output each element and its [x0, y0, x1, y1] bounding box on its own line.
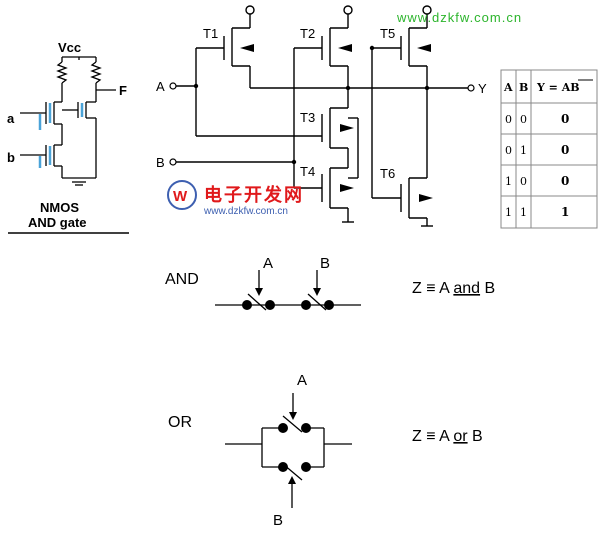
vcc-label: Vcc — [58, 40, 81, 55]
and-switch-contacts — [242, 288, 334, 310]
tt-cell: 0 — [561, 143, 569, 157]
truth-table — [500, 69, 598, 229]
nmos-channel-highlights — [38, 103, 84, 168]
nmos-and-gate: Vcc F — [20, 40, 127, 186]
input-b-terminal — [169, 158, 177, 166]
t3-label: T3 — [300, 110, 315, 125]
tt-cell: 1 — [505, 175, 512, 188]
or-switch-b-label: B — [273, 512, 283, 529]
t1-label: T1 — [203, 26, 218, 41]
tt-cell: 1 — [520, 206, 527, 219]
t5-label: T5 — [380, 26, 395, 41]
and-label: AND — [165, 271, 199, 288]
and-switch-b-label: B — [320, 255, 330, 272]
tt-cell: 1 — [520, 144, 527, 157]
b-input-label: b — [7, 150, 15, 165]
or-equation: Z ≡ A or B — [412, 428, 483, 445]
t2-label: T2 — [300, 26, 315, 41]
tt-cell: 0 — [561, 112, 569, 126]
nmos-caption-line2: AND gate — [28, 215, 87, 230]
nmos-caption-line1: NMOS — [40, 200, 79, 215]
tt-cell: 1 — [505, 206, 512, 219]
tt-header-b: B — [519, 81, 528, 94]
input-a-terminal — [169, 82, 177, 90]
t6-label: T6 — [380, 166, 395, 181]
a-input-label: a — [7, 111, 15, 126]
cmos-junctions — [193, 45, 430, 165]
tt-header-a: A — [503, 81, 513, 94]
watermark-url-top: www.dzkfw.com.cn — [396, 10, 522, 25]
or-label: OR — [168, 414, 192, 431]
cmos-input-b-label: B — [156, 155, 165, 170]
tt-cell: 0 — [561, 174, 569, 188]
tt-cell: 0 — [520, 175, 527, 188]
t4-label: T4 — [300, 164, 315, 179]
cmos-input-a-label: A — [156, 79, 165, 94]
watermark-logo: W — [167, 180, 197, 210]
cmos-output-y-label: Y — [478, 81, 487, 96]
f-label: F — [119, 83, 127, 98]
watermark-brand: 电子开发网 — [204, 184, 304, 205]
watermark-url-mid: www.dzkfw.com.cn — [203, 206, 288, 217]
or-switch-contacts — [278, 412, 311, 484]
svg-text:W: W — [173, 188, 188, 205]
or-switch-diagram — [225, 393, 352, 508]
tt-cell: 1 — [561, 205, 569, 219]
cmos-circuit — [176, 5, 468, 227]
tt-cell: 0 — [520, 113, 527, 126]
output-y-terminal — [467, 84, 475, 92]
tt-cell: 0 — [505, 113, 512, 126]
and-switch-diagram — [215, 270, 361, 311]
and-switch-a-label: A — [263, 255, 273, 272]
cmos-arrows — [240, 44, 433, 202]
tt-header-y: Y = AB — [536, 81, 580, 94]
tt-cell: 0 — [505, 144, 512, 157]
and-equation: Z ≡ A and B — [412, 280, 495, 297]
or-switch-a-label: A — [297, 372, 307, 389]
